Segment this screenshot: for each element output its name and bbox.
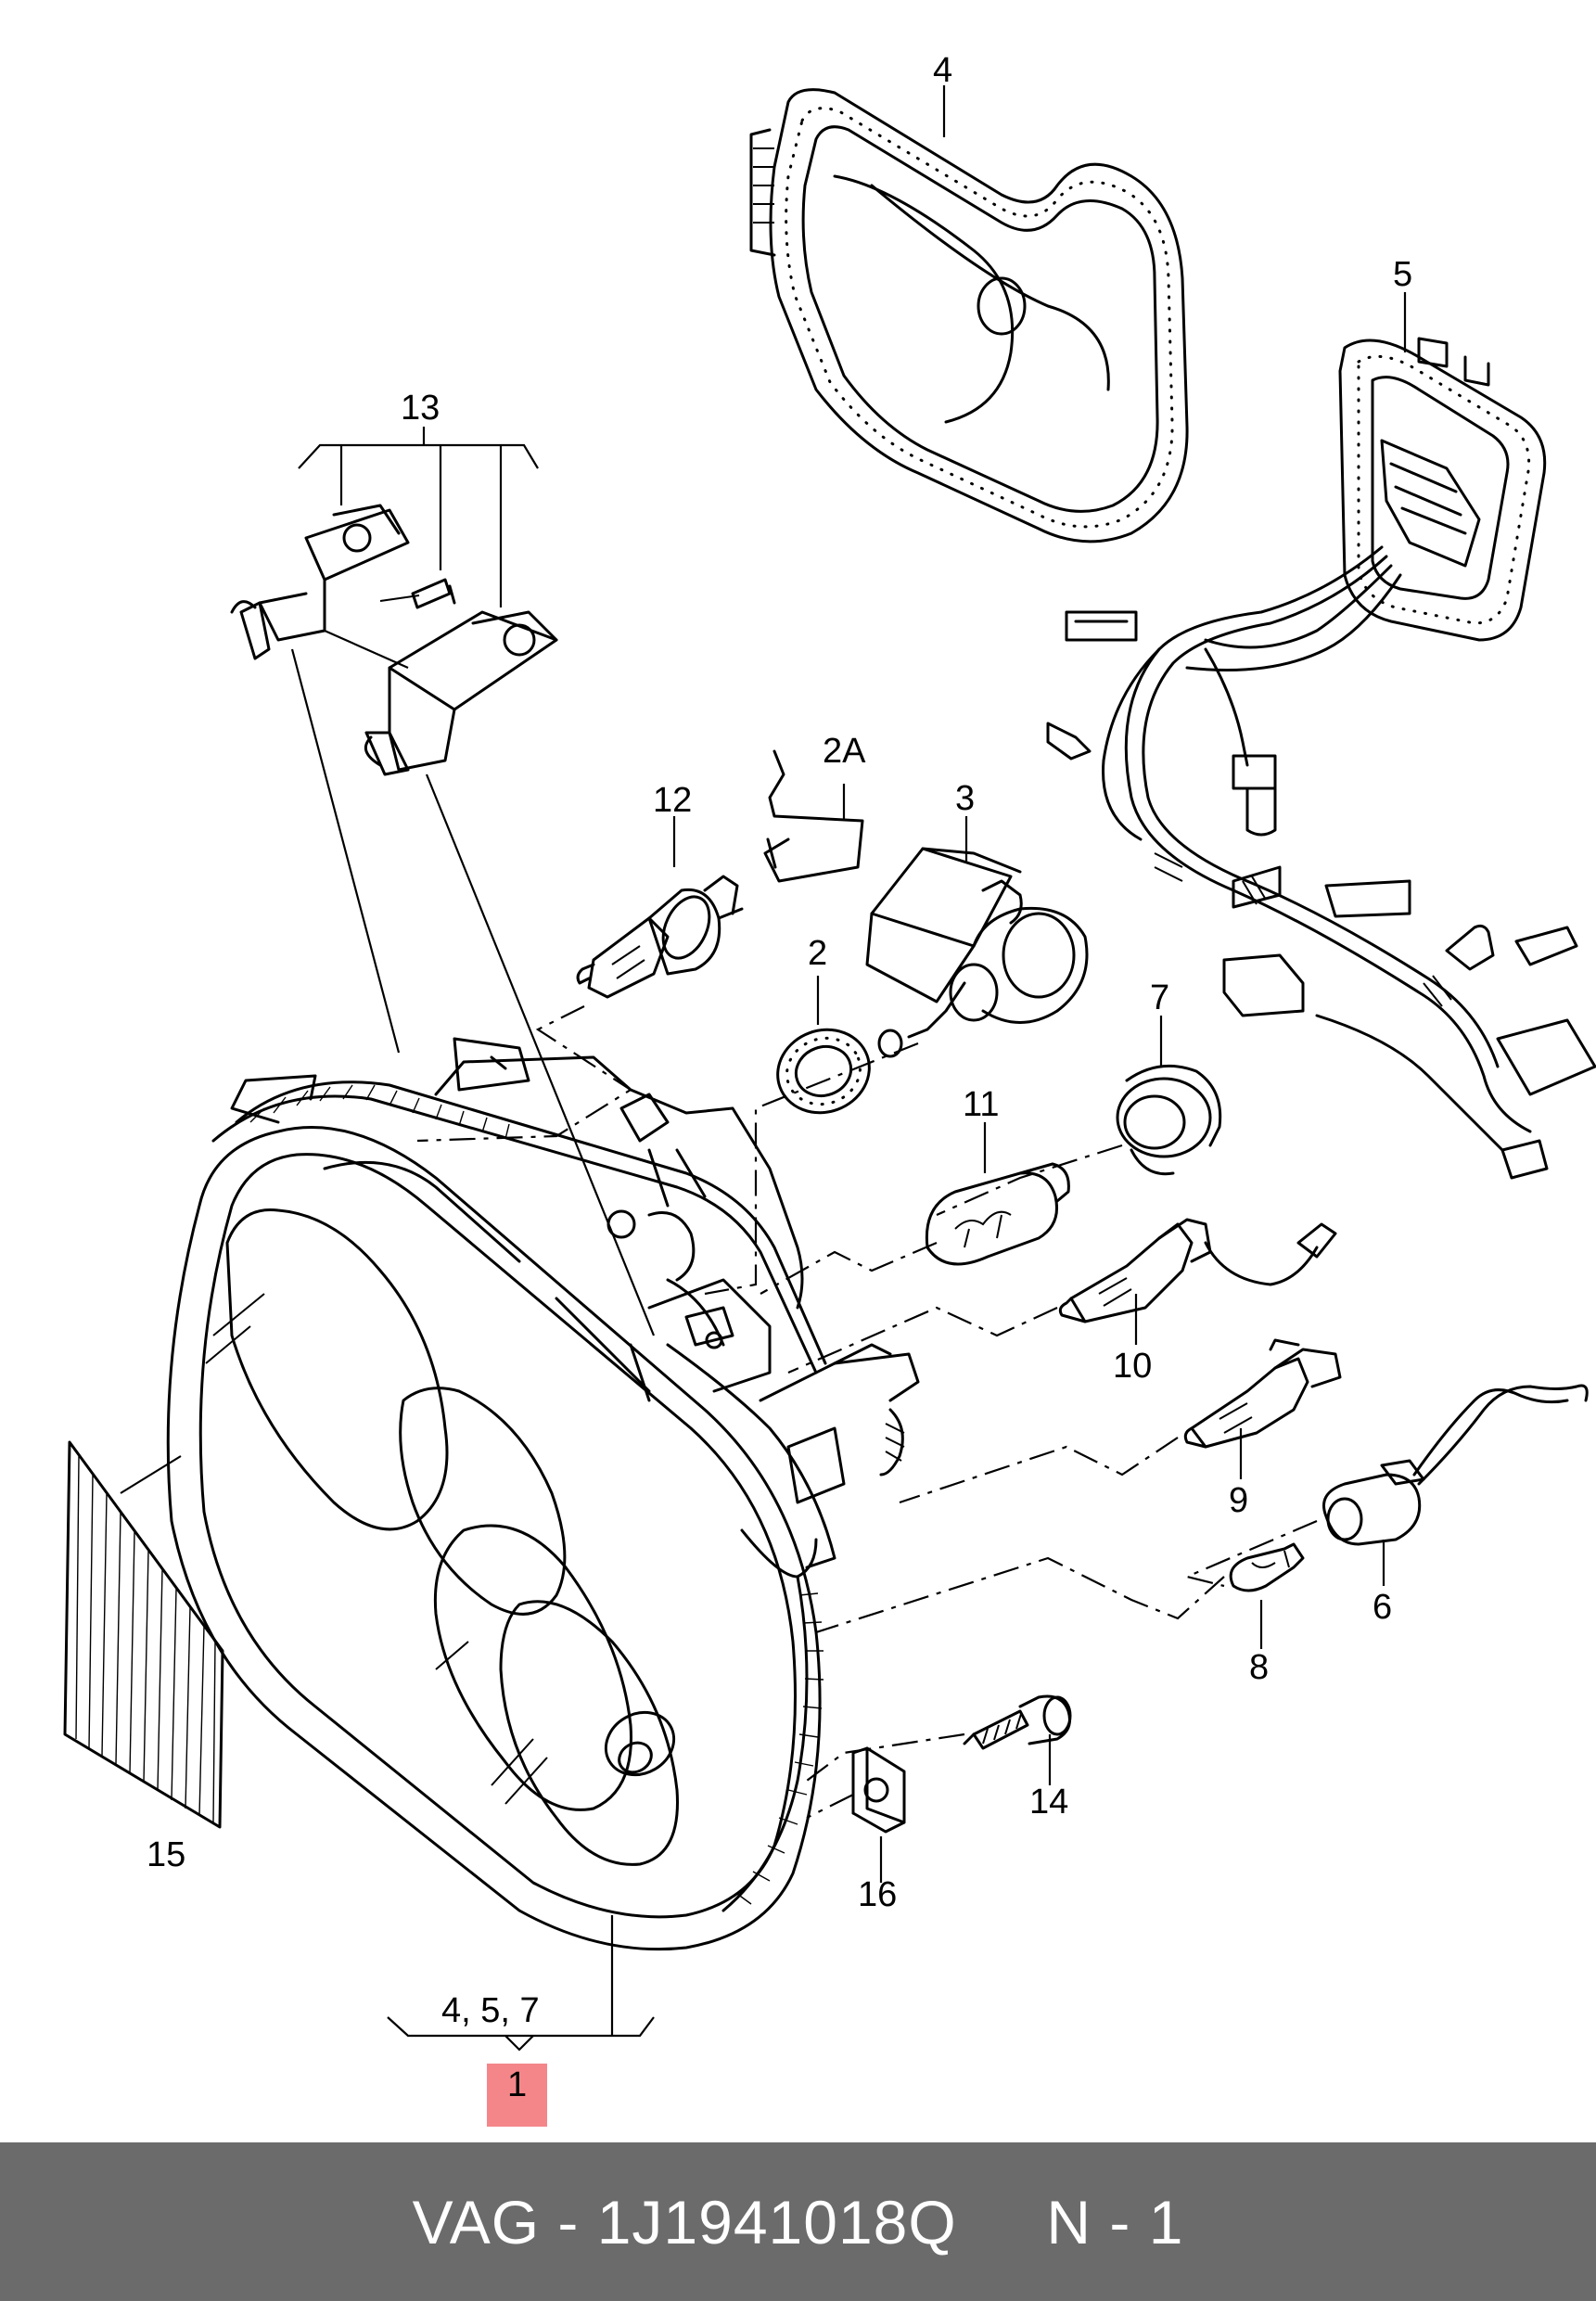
part-1-headlight xyxy=(166,1037,920,2052)
part-5-connector-harness xyxy=(1046,292,1596,1180)
label-11: 11 xyxy=(963,1085,999,1124)
part-10-bulb xyxy=(1058,1218,1337,1345)
label-4: 4 xyxy=(933,51,952,90)
footer-part-number: VAG - 1J1941018Q N - 1 xyxy=(412,2187,1184,2256)
label-16: 16 xyxy=(858,1875,897,1914)
label-4-5-7: 4, 5, 7 xyxy=(441,1991,540,2030)
part-4-cover-gasket xyxy=(749,85,1189,543)
label-8: 8 xyxy=(1249,1648,1269,1687)
label-6: 6 xyxy=(1373,1588,1392,1627)
label-2a: 2A xyxy=(823,732,866,771)
part-6-bulb-socket xyxy=(1322,1384,1589,1586)
label-15: 15 xyxy=(147,1835,185,1874)
part-13-bracket-kit xyxy=(230,427,656,1336)
part-11-bulb xyxy=(925,1122,1070,1266)
part-12-bulb xyxy=(576,816,744,999)
label-5: 5 xyxy=(1393,255,1412,294)
parts-diagram: 4 5 13 2A 12 3 2 7 11 10 9 6 8 14 15 16 … xyxy=(63,51,1596,2127)
highlight-box-part-1 xyxy=(487,2064,547,2127)
part-9-bulb xyxy=(1183,1338,1342,1479)
part-8-wedge-bulb xyxy=(1229,1542,1305,1649)
part-16-clip-nut xyxy=(851,1746,906,1883)
label-3: 3 xyxy=(955,779,975,818)
assembly-lines xyxy=(416,1005,1318,1819)
part-15-film xyxy=(63,1440,224,1829)
label-14: 14 xyxy=(1029,1783,1068,1822)
part-7-bulb-holder xyxy=(1116,1016,1222,1176)
part-3-range-motor xyxy=(865,816,1089,1058)
label-12: 12 xyxy=(653,781,692,820)
label-13: 13 xyxy=(401,389,440,428)
label-7: 7 xyxy=(1150,978,1169,1017)
label-9: 9 xyxy=(1229,1481,1248,1520)
label-1: 1 xyxy=(507,2065,527,2104)
footer-bar: VAG - 1J1941018Q N - 1 xyxy=(0,2142,1596,2301)
part-2a-clip xyxy=(763,749,864,883)
part-14-screw xyxy=(963,1694,1072,1785)
label-10: 10 xyxy=(1113,1347,1152,1386)
part-2-seal-ring xyxy=(776,976,871,1115)
part-labels: 4 5 13 2A 12 3 2 7 11 10 9 6 8 14 15 16 … xyxy=(147,51,1412,2104)
label-2: 2 xyxy=(808,934,827,973)
